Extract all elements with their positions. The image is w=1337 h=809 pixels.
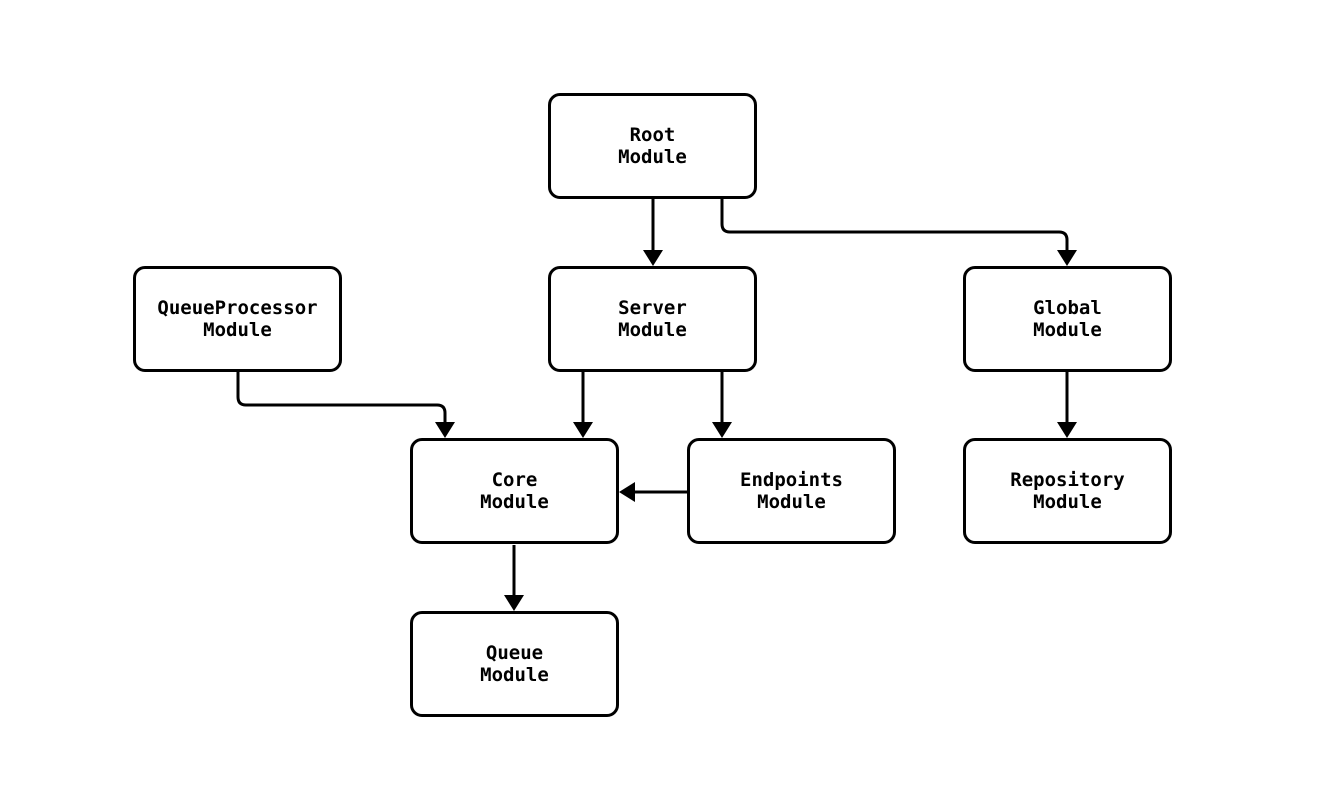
node-label-line: Global: [1033, 297, 1102, 319]
edge-server-to-endpoints: [712, 372, 732, 438]
edge-root-to-server: [643, 198, 663, 266]
node-label-line: Repository: [1010, 469, 1125, 491]
node-server-module: Server Module: [548, 266, 757, 372]
edge-queueprocessor-to-core: [236, 372, 455, 438]
node-root-module: Root Module: [548, 93, 757, 199]
node-label-line: Queue: [485, 642, 544, 664]
edge-global-to-repository: [1057, 372, 1077, 438]
node-label-line: Core: [491, 469, 538, 491]
node-label-line: Server: [618, 297, 687, 319]
node-queueprocessor-module: QueueProcessor Module: [133, 266, 342, 372]
edge-core-to-queue: [504, 545, 524, 611]
node-global-module: Global Module: [963, 266, 1172, 372]
node-endpoints-module: Endpoints Module: [687, 438, 896, 544]
node-label-line: Module: [1033, 491, 1102, 513]
node-label-line: Module: [757, 491, 826, 513]
node-label-line: Module: [480, 491, 549, 513]
node-label-line: Module: [1033, 319, 1102, 341]
node-label-line: Module: [203, 319, 272, 341]
edge-root-to-global: [720, 198, 1077, 266]
node-label-line: QueueProcessor: [157, 297, 318, 319]
node-label-line: Module: [618, 319, 687, 341]
edge-endpoints-to-core: [619, 482, 687, 502]
node-label-line: Module: [618, 146, 687, 168]
node-queue-module: Queue Module: [410, 611, 619, 717]
node-core-module: Core Module: [410, 438, 619, 544]
node-repository-module: Repository Module: [963, 438, 1172, 544]
edge-server-to-core: [573, 372, 593, 438]
node-label-line: Root: [629, 124, 676, 146]
node-label-line: Endpoints: [740, 469, 843, 491]
node-label-line: Module: [480, 664, 549, 686]
